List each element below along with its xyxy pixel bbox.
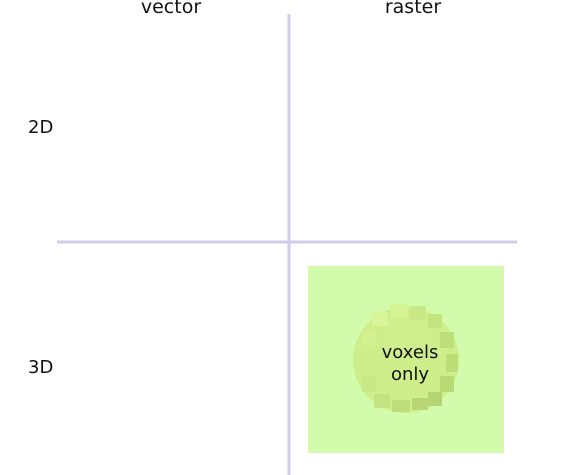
cell-label: voxels only <box>330 342 490 386</box>
column-label-vector: vector <box>140 0 202 18</box>
cell-label-line1: voxels <box>381 342 439 363</box>
voxel-sphere-icon <box>353 304 459 413</box>
cell-label-line2: only <box>390 364 430 385</box>
column-label-raster: raster <box>384 0 442 18</box>
row-label-3d: 3D <box>28 357 54 378</box>
row-label-2d: 2D <box>28 117 54 138</box>
